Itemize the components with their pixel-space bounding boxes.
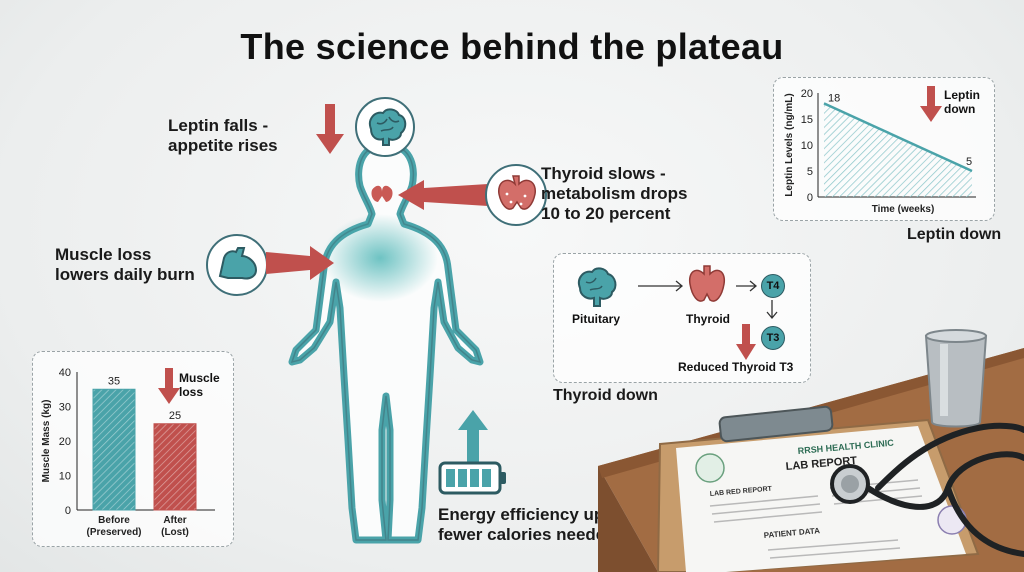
muscle-down-line1: Muscle [179, 371, 220, 385]
y-tick-label: 20 [801, 88, 813, 100]
y-tick-label: 15 [801, 114, 813, 126]
reduced-t3-label: Reduced Thyroid T3 [678, 360, 794, 374]
leptin-down-line1: Leptin [944, 88, 980, 102]
page-title: The science behind the plateau [240, 26, 784, 67]
category-label: Before [98, 515, 130, 526]
muscle-label-line1: Muscle loss [55, 245, 152, 264]
bar-value-label: 35 [108, 375, 120, 387]
category-label: After [163, 515, 186, 526]
brain-icon [578, 267, 617, 307]
leptin-label-line2: appetite rises [168, 136, 278, 155]
energy-label-line1: Energy efficiency up - [438, 505, 615, 524]
category-sublabel: (Lost) [161, 527, 189, 538]
thyroid-caption: Thyroid down [553, 387, 658, 404]
t3-badge: T3 [761, 326, 785, 350]
y-tick-label: 40 [59, 367, 71, 379]
arrow-left-icon [398, 180, 488, 210]
thyroid-pathway-panel: Pituitary Thyroid T4 T3 Reduced Thyroid … [553, 253, 811, 383]
y-tick-label: 5 [807, 166, 813, 178]
thyroid-icon [371, 185, 393, 202]
muscle-label: Muscle loss lowers daily burn [55, 245, 195, 285]
thyroid-icon-circle [485, 164, 547, 226]
thyroid-label: Thyroid slows - metabolism drops 10 to 2… [541, 164, 687, 224]
leptin-caption: Leptin down [907, 226, 1002, 243]
thyroid-label-line3: 10 to 20 percent [541, 204, 671, 223]
arrow-right-icon [266, 246, 334, 280]
category-sublabel: (Preserved) [86, 527, 141, 538]
arrow-right-icon [736, 280, 758, 292]
leptin-label: Leptin falls - appetite rises [168, 116, 278, 156]
stethoscope-icon [865, 422, 1024, 557]
leptin-line [823, 102, 973, 173]
leptin-label-line1: Leptin falls - [168, 116, 269, 135]
bicep-icon [218, 247, 258, 280]
t4-badge: T4 [761, 274, 785, 298]
energy-label: Energy efficiency up - fewer calories ne… [438, 505, 616, 545]
thyroid-icon [688, 265, 726, 302]
y-tick-label: 30 [59, 402, 71, 414]
y-tick-label: 20 [59, 436, 71, 448]
data-label-end: 5 [966, 156, 972, 168]
thyroid-icon [498, 175, 536, 210]
muscle-down-label: Muscle loss [179, 371, 220, 399]
arrow-up-icon [458, 410, 488, 462]
brain-icon-circle [355, 97, 415, 157]
bar [153, 423, 197, 511]
pituitary-label: Pituitary [572, 312, 621, 326]
arrow-down-icon [316, 104, 344, 154]
leptin-down-line2: down [944, 102, 976, 116]
y-axis-label: Leptin Levels (ng/mL) [784, 93, 795, 196]
energy-label-line2: fewer calories needed [438, 525, 616, 544]
leptin-down-label: Leptin down [944, 88, 980, 116]
brain-icon [369, 108, 407, 146]
arrow-down-icon [920, 86, 942, 122]
y-axis-label: Muscle Mass (kg) [41, 400, 52, 483]
thyroid-label-line2: metabolism drops [541, 184, 688, 203]
bar-value-label: 25 [169, 410, 181, 422]
data-label-start: 18 [828, 92, 840, 104]
y-tick-label: 0 [807, 192, 813, 204]
y-tick-label: 0 [65, 505, 71, 517]
desk-scene: RRSH HEALTH CLINIC LAB REPORT LAB RED RE… [598, 329, 1024, 572]
thyroid-step-label: Thyroid [686, 312, 730, 326]
core-glow [322, 214, 438, 302]
thyroid-label-line1: Thyroid slows - [541, 164, 666, 183]
bar [92, 388, 136, 511]
arrow-down-icon [158, 368, 180, 404]
metal-cup-icon [924, 329, 988, 428]
y-tick-label: 10 [801, 140, 813, 152]
arrow-down-icon [766, 300, 778, 320]
x-axis-label: Time (weeks) [872, 204, 935, 215]
y-tick-label: 10 [59, 471, 71, 483]
muscle-down-line2: loss [179, 385, 204, 399]
muscle-label-line2: lowers daily burn [55, 265, 195, 284]
battery-icon [438, 461, 506, 495]
arrow-down-icon [736, 324, 756, 360]
bicep-icon-circle [206, 234, 268, 296]
leptin-area [824, 103, 972, 197]
arrow-right-icon [638, 280, 684, 292]
desk-edge [598, 466, 658, 572]
clipboard-icon [656, 405, 980, 572]
